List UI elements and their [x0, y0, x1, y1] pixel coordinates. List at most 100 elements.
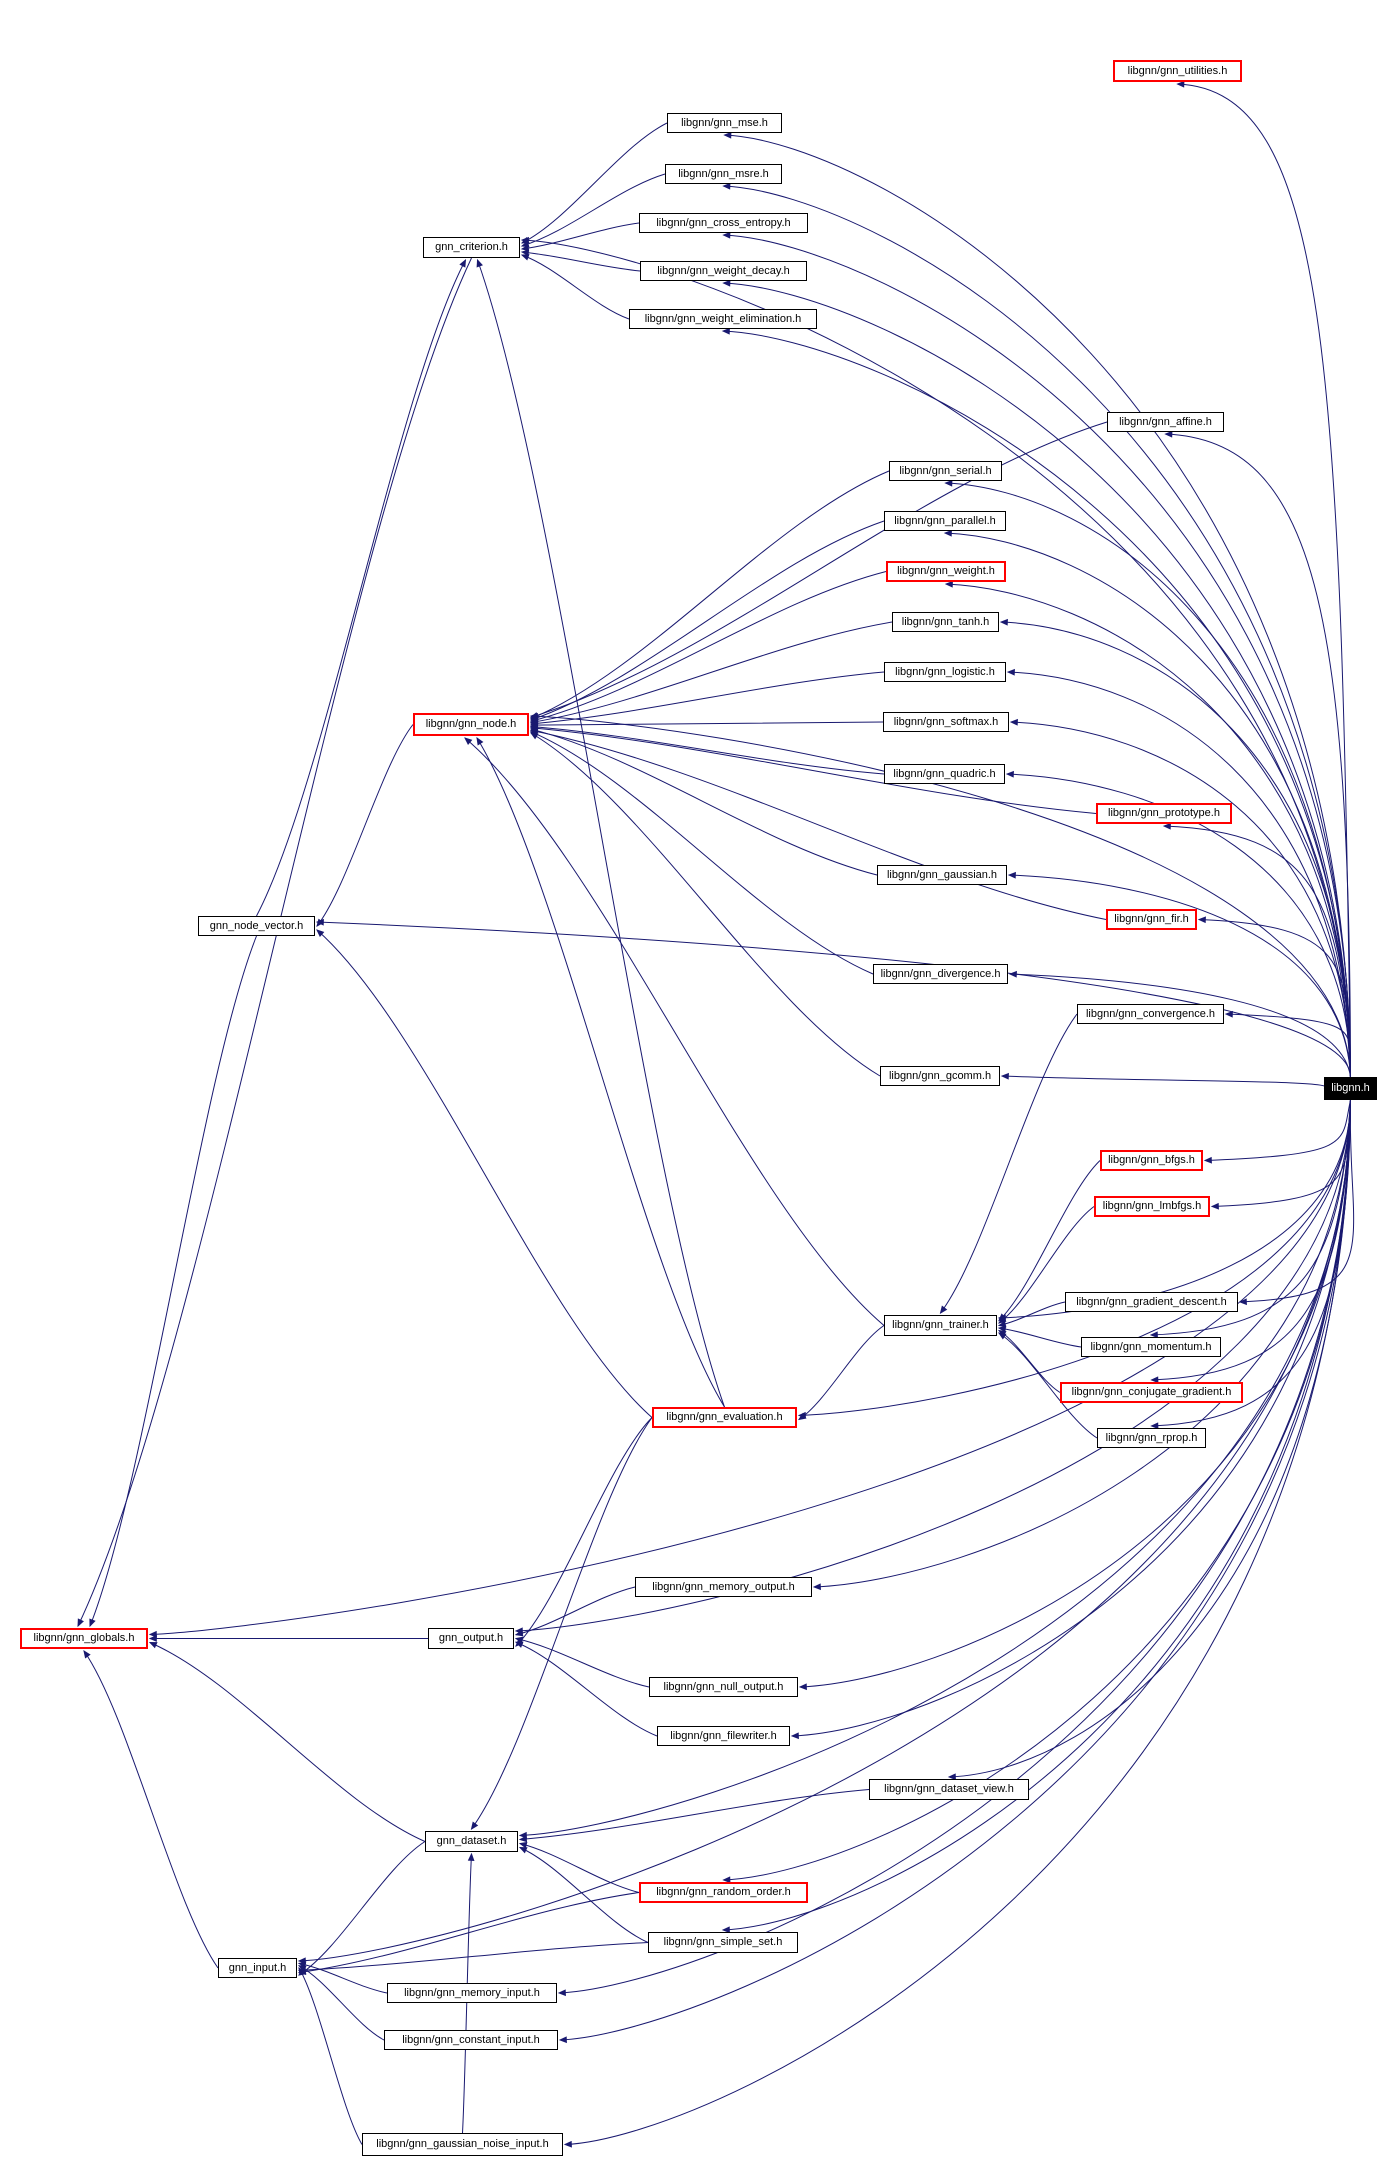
node-gnn_parallel[interactable]: libgnn/gnn_parallel.h	[884, 511, 1006, 531]
node-gnn_gradient_descent[interactable]: libgnn/gnn_gradient_descent.h	[1065, 1292, 1238, 1312]
edge-gnn_serial-to-gnn_node	[529, 470, 890, 720]
node-gnn_random_order[interactable]: libgnn/gnn_random_order.h	[639, 1882, 808, 1903]
edge-libgnn-to-gnn_cross_entropy	[722, 231, 1351, 1078]
edge-gnn_lmbfgs-to-gnn_trainer	[998, 1206, 1095, 1324]
edge-libgnn-to-gnn_output	[514, 1099, 1351, 1635]
edge-libgnn-to-gnn_filewriter	[790, 1099, 1351, 1740]
edge-gnn_tanh-to-gnn_node	[529, 621, 893, 725]
edge-gnn_softmax-to-gnn_node	[529, 721, 884, 729]
edge-libgnn-to-gnn_null_output	[798, 1099, 1351, 1691]
node-gnn_criterion[interactable]: gnn_criterion.h	[423, 237, 520, 258]
edge-gnn_evaluation-to-gnn_dataset	[470, 1417, 653, 1830]
edge-gnn_gcomm-to-gnn_node	[529, 732, 881, 1077]
node-gnn_logistic[interactable]: libgnn/gnn_logistic.h	[884, 662, 1006, 682]
node-gnn_input[interactable]: gnn_input.h	[218, 1958, 297, 1978]
node-gnn_gaussian[interactable]: libgnn/gnn_gaussian.h	[877, 865, 1007, 885]
edge-libgnn-to-gnn_gcomm	[1000, 1072, 1327, 1089]
edge-libgnn-to-gnn_constant_input	[558, 1099, 1351, 2044]
node-libgnn[interactable]: libgnn.h	[1324, 1077, 1377, 1100]
edge-libgnn-to-gnn_fir	[1197, 916, 1351, 1078]
edge-libgnn-to-gnn_prototype	[1162, 822, 1351, 1078]
edge-libgnn-to-gnn_dataset	[518, 1099, 1351, 1839]
node-gnn_gaussian_noise_input[interactable]: libgnn/gnn_gaussian_noise_input.h	[362, 2133, 563, 2156]
node-gnn_bfgs[interactable]: libgnn/gnn_bfgs.h	[1100, 1150, 1203, 1171]
node-gnn_node[interactable]: libgnn/gnn_node.h	[413, 713, 529, 736]
edge-gnn_divergence-to-gnn_node	[529, 731, 874, 975]
node-gnn_msre[interactable]: libgnn/gnn_msre.h	[665, 164, 782, 184]
node-gnn_conjugate_gradient[interactable]: libgnn/gnn_conjugate_gradient.h	[1060, 1382, 1243, 1403]
edge-gnn_evaluation-to-gnn_node	[476, 736, 725, 1408]
node-gnn_cross_entropy[interactable]: libgnn/gnn_cross_entropy.h	[639, 213, 808, 233]
edge-gnn_quadric-to-gnn_node	[529, 723, 885, 775]
node-gnn_lmbfgs[interactable]: libgnn/gnn_lmbfgs.h	[1094, 1196, 1210, 1217]
edge-gnn_gaussian_noise_input-to-gnn_input	[298, 1966, 363, 2145]
node-gnn_memory_output[interactable]: libgnn/gnn_memory_output.h	[635, 1577, 812, 1597]
edge-gnn_trainer-to-gnn_evaluation	[798, 1325, 885, 1421]
edge-gnn_momentum-to-gnn_trainer	[997, 1325, 1082, 1348]
node-gnn_weight[interactable]: libgnn/gnn_weight.h	[886, 561, 1006, 582]
node-gnn_quadric[interactable]: libgnn/gnn_quadric.h	[884, 764, 1005, 784]
node-gnn_trainer[interactable]: libgnn/gnn_trainer.h	[884, 1315, 997, 1336]
edge-gnn_msre-to-gnn_criterion	[520, 173, 666, 248]
node-gnn_affine[interactable]: libgnn/gnn_affine.h	[1107, 412, 1224, 432]
edge-libgnn-to-gnn_msre	[722, 182, 1351, 1078]
edge-gnn_criterion-to-gnn_globals	[77, 257, 472, 1628]
edge-gnn_node_vector-to-gnn_globals	[89, 935, 257, 1628]
edge-libgnn-to-gnn_divergence	[1008, 970, 1351, 1078]
edge-libgnn-to-gnn_serial	[944, 479, 1351, 1078]
edge-gnn_bfgs-to-gnn_trainer	[998, 1160, 1101, 1322]
edge-libgnn-to-gnn_quadric	[1005, 770, 1351, 1078]
edge-libgnn-to-gnn_gaussian	[1007, 871, 1351, 1078]
node-gnn_dataset[interactable]: gnn_dataset.h	[425, 1831, 518, 1852]
edge-gnn_convergence-to-gnn_trainer	[939, 1013, 1078, 1314]
node-gnn_evaluation[interactable]: libgnn/gnn_evaluation.h	[652, 1407, 797, 1428]
edge-gnn_mse-to-gnn_criterion	[520, 122, 668, 244]
node-gnn_simple_set[interactable]: libgnn/gnn_simple_set.h	[648, 1932, 798, 1953]
edge-gnn_parallel-to-gnn_node	[529, 520, 885, 721]
node-gnn_rprop[interactable]: libgnn/gnn_rprop.h	[1097, 1428, 1206, 1448]
node-gnn_fir[interactable]: libgnn/gnn_fir.h	[1106, 909, 1197, 930]
node-gnn_divergence[interactable]: libgnn/gnn_divergence.h	[873, 964, 1008, 984]
edge-gnn_weight_elimination-to-gnn_criterion	[520, 254, 630, 320]
node-gnn_constant_input[interactable]: libgnn/gnn_constant_input.h	[384, 2030, 558, 2050]
node-gnn_utilities[interactable]: libgnn/gnn_utilities.h	[1113, 60, 1242, 82]
edge-gnn_node_vector-to-gnn_criterion	[256, 258, 467, 917]
edge-gnn_logistic-to-gnn_node	[529, 671, 885, 727]
node-gnn_weight_elimination[interactable]: libgnn/gnn_weight_elimination.h	[629, 309, 817, 329]
node-gnn_prototype[interactable]: libgnn/gnn_prototype.h	[1096, 803, 1232, 824]
edge-gnn_gradient_descent-to-gnn_trainer	[997, 1301, 1066, 1328]
edge-gnn_dataset-to-gnn_globals	[148, 1642, 426, 1842]
edge-libgnn-to-gnn_affine	[1164, 430, 1351, 1078]
edge-libgnn-to-gnn_tanh	[999, 618, 1351, 1078]
node-gnn_dataset_view[interactable]: libgnn/gnn_dataset_view.h	[869, 1779, 1029, 1800]
node-gnn_weight_decay[interactable]: libgnn/gnn_weight_decay.h	[640, 261, 807, 281]
edge-libgnn-to-gnn_mse	[723, 131, 1351, 1078]
edge-gnn_memory_input-to-gnn_input	[297, 1961, 388, 1994]
node-gnn_output[interactable]: gnn_output.h	[428, 1628, 514, 1649]
node-gnn_tanh[interactable]: libgnn/gnn_tanh.h	[892, 612, 999, 632]
edge-libgnn-to-gnn_memory_output	[812, 1099, 1351, 1591]
edge-libgnn-to-gnn_node_vector	[315, 918, 1351, 1078]
edge-gnn_rprop-to-gnn_trainer	[997, 1332, 1098, 1439]
node-gnn_gcomm[interactable]: libgnn/gnn_gcomm.h	[880, 1066, 1000, 1086]
edge-gnn_evaluation-to-gnn_node_vector	[316, 929, 653, 1418]
node-gnn_serial[interactable]: libgnn/gnn_serial.h	[889, 461, 1002, 481]
edge-gnn_evaluation-to-gnn_output	[515, 1417, 653, 1647]
node-gnn_momentum[interactable]: libgnn/gnn_momentum.h	[1081, 1337, 1221, 1357]
node-gnn_null_output[interactable]: libgnn/gnn_null_output.h	[649, 1677, 798, 1697]
edge-gnn_trainer-to-gnn_node	[464, 737, 885, 1326]
node-gnn_softmax[interactable]: libgnn/gnn_softmax.h	[883, 712, 1009, 732]
edge-gnn_random_order-to-gnn_input	[297, 1892, 640, 1976]
node-gnn_globals[interactable]: libgnn/gnn_globals.h	[20, 1628, 148, 1649]
node-gnn_convergence[interactable]: libgnn/gnn_convergence.h	[1077, 1004, 1224, 1024]
node-gnn_filewriter[interactable]: libgnn/gnn_filewriter.h	[657, 1726, 790, 1746]
edge-libgnn-to-gnn_bfgs	[1203, 1099, 1351, 1164]
edge-libgnn-to-gnn_weight	[944, 580, 1351, 1078]
node-gnn_memory_input[interactable]: libgnn/gnn_memory_input.h	[387, 1983, 557, 2003]
edge-gnn_evaluation-to-gnn_criterion	[476, 258, 725, 1408]
edge-libgnn-to-gnn_simple_set	[721, 1099, 1351, 1934]
node-gnn_mse[interactable]: libgnn/gnn_mse.h	[667, 113, 782, 133]
node-gnn_node_vector[interactable]: gnn_node_vector.h	[198, 916, 315, 936]
